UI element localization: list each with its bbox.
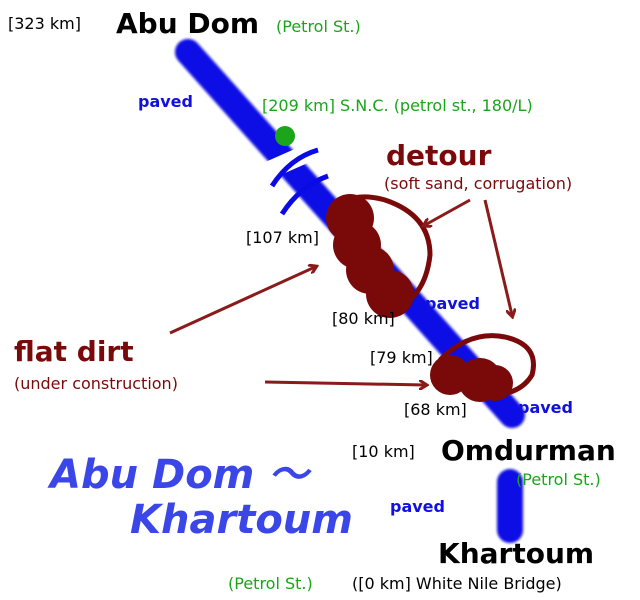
detour-note: (soft sand, corrugation) [384, 174, 573, 193]
snc-label: [209 km] S.N.C. (petrol st., 180/L) [262, 96, 533, 115]
detour-title: detour [386, 139, 492, 172]
km-79-marker: [79 km] [370, 348, 433, 367]
abu-dom-distance: [323 km] [8, 14, 81, 33]
dirt-segment-north [326, 194, 433, 318]
km-80-marker: [80 km] [332, 309, 395, 328]
annotation-arrows [169, 198, 512, 385]
paved-label-khartoum: paved [390, 497, 445, 516]
flat-dirt-note: (under construction) [14, 374, 178, 393]
km-68-marker: [68 km] [404, 400, 467, 419]
white-nile-bridge-label: ([0 km] White Nile Bridge) [352, 574, 562, 593]
road-break [261, 144, 329, 216]
paved-label-north: paved [138, 92, 193, 111]
khartoum-label: Khartoum [438, 537, 595, 570]
omdurman-petrol-note: (Petrol St.) [516, 470, 601, 489]
dirt-segment-south [430, 333, 536, 402]
khartoum-petrol-note: (Petrol St.) [228, 574, 313, 593]
map-title-line2: Khartoum [130, 497, 353, 543]
flat-dirt-title: flat dirt [14, 335, 134, 368]
paved-label-middle: paved [425, 294, 480, 313]
abu-dom-petrol-note: (Petrol St.) [276, 17, 361, 36]
omdurman-distance: [10 km] [352, 442, 415, 461]
abu-dom-label: Abu Dom [116, 7, 260, 40]
km-107-marker: [107 km] [246, 228, 319, 247]
omdurman-label: Omdurman [441, 434, 616, 467]
map-title-line1: Abu Dom ～ [50, 452, 309, 498]
petrol-station-marker [275, 126, 295, 146]
paved-label-south: paved [518, 398, 573, 417]
